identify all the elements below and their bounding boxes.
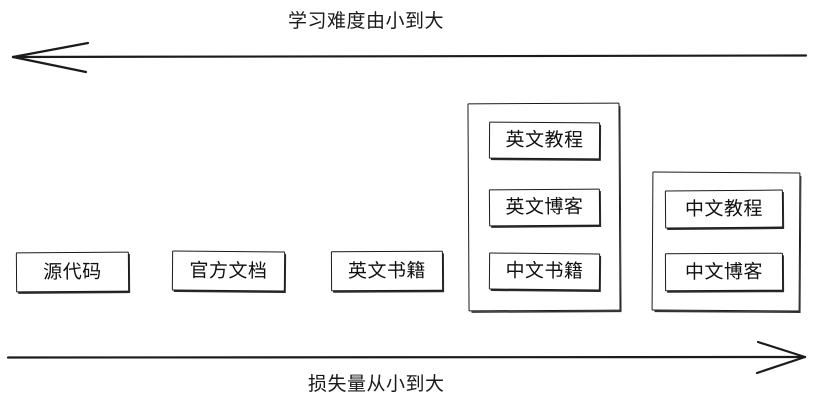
- node-chinese-tutorial-label: 中文教程: [684, 197, 764, 220]
- node-english-books-label: 英文书籍: [347, 259, 427, 282]
- bottom-axis-label: 损失量从小到大: [308, 373, 445, 395]
- node-english-tutorial[interactable]: 英文教程: [488, 121, 601, 160]
- node-english-blog[interactable]: 英文博客: [488, 188, 601, 227]
- node-chinese-books-label: 中文书籍: [505, 259, 584, 283]
- arrow-right-icon: [6, 340, 807, 375]
- node-chinese-tutorial[interactable]: 中文教程: [664, 189, 784, 229]
- node-source-code-label: 源代码: [43, 260, 102, 283]
- node-source-code[interactable]: 源代码: [15, 251, 130, 293]
- top-axis-arrow: [11, 41, 808, 74]
- node-official-docs[interactable]: 官方文档: [171, 250, 286, 292]
- node-official-docs-label: 官方文档: [189, 259, 268, 282]
- node-english-blog-label: 英文博客: [505, 195, 584, 219]
- node-chinese-blog-label: 中文博客: [684, 260, 764, 283]
- node-chinese-blog[interactable]: 中文博客: [664, 252, 784, 292]
- node-english-books[interactable]: 英文书籍: [330, 250, 444, 292]
- node-chinese-books[interactable]: 中文书籍: [488, 252, 601, 291]
- node-english-tutorial-label: 英文教程: [505, 128, 584, 152]
- arrow-left-icon: [11, 41, 808, 74]
- top-axis-label: 学习难度由小到大: [288, 10, 445, 32]
